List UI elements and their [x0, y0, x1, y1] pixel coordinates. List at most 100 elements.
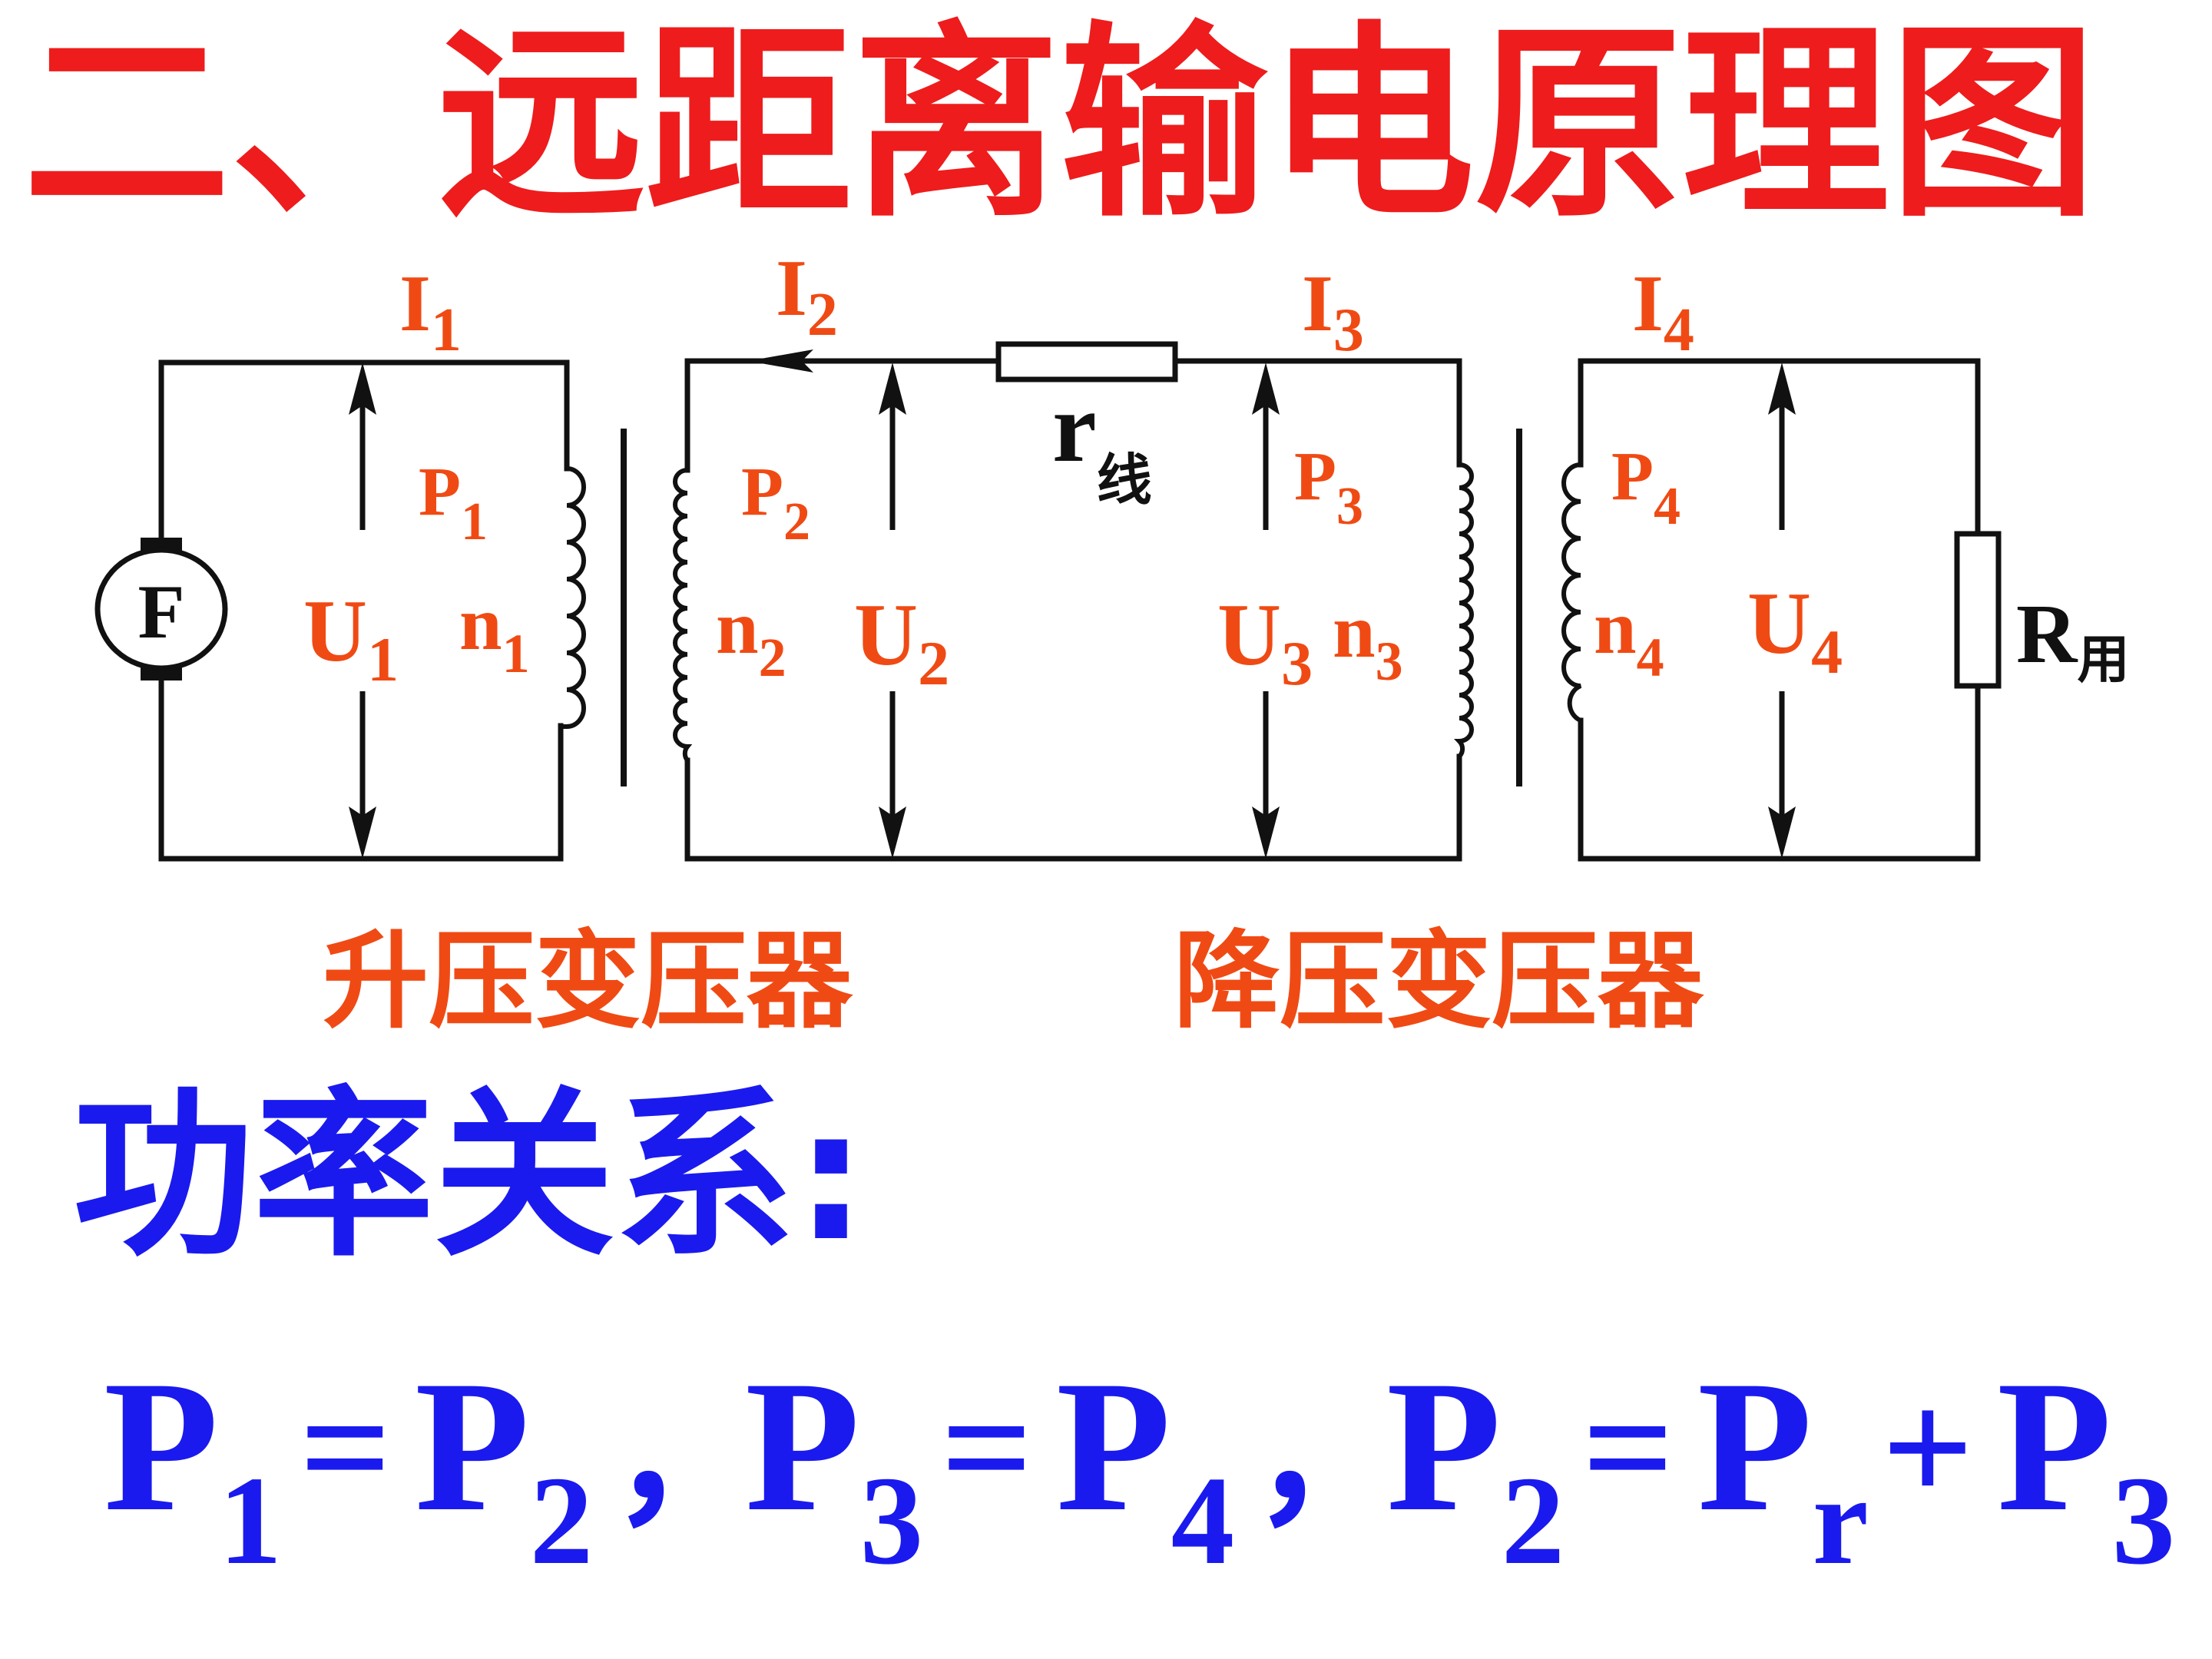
step-down-transformer-label: 降压变压器 [1174, 919, 1704, 1043]
formula-term-sub: 2 [1502, 1450, 1565, 1591]
turns-label-n2-sub: 2 [759, 627, 786, 688]
formula-term-sub: 4 [1171, 1450, 1235, 1591]
turns-label-n1-sub: 1 [502, 623, 530, 684]
current-label-i3-sub: 3 [1333, 296, 1364, 364]
voltage-label-u4: U4 [1747, 575, 1843, 687]
power-label-p4-main: P [1611, 439, 1654, 515]
power-relation-formula: P1=P2，P3=P4，P2=Pr+P3 [104, 1342, 2175, 1591]
turns-label-n3-sub: 3 [1376, 631, 1403, 692]
load-resistance-label-main: R [2016, 587, 2078, 680]
line-resistance-label-sub: 线 [1097, 450, 1152, 512]
load-resistance-label: R用 [2016, 587, 2129, 689]
voltage-arrows [349, 363, 1796, 859]
voltage-label-u1-sub: 1 [367, 624, 399, 694]
formula-term: P4 [1056, 1342, 1234, 1591]
current-direction-arrow [748, 349, 813, 373]
load-resistor [1954, 531, 2002, 689]
circuit-wiring [158, 358, 1981, 862]
formula-operator: = [300, 1359, 392, 1537]
circuit-4-wire-top [1578, 358, 1981, 537]
formula-operator: = [941, 1359, 1033, 1537]
formula-operator: ， [611, 1367, 764, 1546]
voltage-arrow-u2 [879, 363, 906, 859]
formula-term-main: P [745, 1342, 860, 1550]
transmission-line-top-left [684, 358, 1002, 473]
voltage-label-u1-main: U [303, 582, 367, 680]
secondary-coil-n4 [1561, 462, 1582, 723]
voltage-label-u3: U3 [1217, 586, 1313, 698]
power-label-p4: P4 [1611, 439, 1681, 536]
formula-term: P3 [745, 1342, 923, 1591]
current-label-i3: I3 [1302, 258, 1364, 364]
line-resistor [995, 341, 1178, 382]
formula-operator: = [1582, 1359, 1674, 1537]
formula-operator: ， [1252, 1367, 1406, 1546]
turns-label-n2-main: n [716, 584, 759, 670]
voltage-arrow-u4 [1768, 363, 1796, 859]
load-resistance-label-sub: 用 [2077, 631, 2129, 689]
formula-term: P1 [104, 1342, 282, 1591]
voltage-label-u3-sub: 3 [1281, 628, 1313, 698]
circuit-1-wire-bottom [158, 673, 564, 862]
generator-symbol: F [94, 538, 228, 680]
power-relation-heading: 功率关系: [73, 1071, 867, 1281]
voltage-label-u2-sub: 2 [918, 628, 949, 698]
turns-label-n4-sub: 4 [1637, 627, 1664, 688]
secondary-coil-n2 [673, 468, 693, 762]
turns-label-n2: n2 [716, 584, 786, 688]
current-label-i1: I1 [399, 258, 462, 364]
formula-term-main: P [1056, 1342, 1171, 1550]
power-label-p3-sub: 3 [1336, 477, 1363, 536]
turns-label-n1-main: n [459, 581, 502, 666]
current-label-i4-sub: 4 [1664, 296, 1694, 364]
voltage-arrow-u1 [349, 363, 376, 859]
formula-term-sub: 3 [860, 1450, 924, 1591]
current-label-i1-main: I [399, 258, 431, 348]
formula-term-main: P [1997, 1342, 2112, 1550]
primary-coil-n3 [1454, 462, 1474, 759]
formula-term-sub: 3 [2112, 1450, 2176, 1591]
coils [561, 462, 1582, 762]
line-resistance-label-main: r [1052, 373, 1097, 483]
formula-term-sub: 2 [530, 1450, 594, 1591]
current-label-i2: I2 [776, 243, 838, 349]
current-label-i2-sub: 2 [807, 281, 838, 349]
power-label-p1-sub: 1 [461, 492, 488, 551]
step-up-transformer-label: 升压变压器 [323, 919, 853, 1043]
current-label-i2-main: I [776, 243, 807, 333]
power-label-p3: P3 [1294, 439, 1363, 536]
current-label-i3-main: I [1302, 258, 1333, 348]
generator-label: F [137, 569, 184, 654]
formula-term-sub: 1 [219, 1450, 283, 1591]
formula-term: P2 [415, 1342, 593, 1591]
voltage-label-u2-main: U [854, 586, 918, 684]
turns-label-n4: n4 [1594, 584, 1664, 688]
primary-coil-n1 [561, 466, 586, 729]
voltage-label-u4-main: U [1747, 575, 1811, 672]
formula-term-main: P [104, 1342, 219, 1550]
formula-term-main: P [1697, 1342, 1813, 1550]
power-label-p2: P2 [741, 454, 810, 551]
power-label-p2-sub: 2 [783, 492, 810, 551]
turns-label-n1: n1 [459, 581, 530, 684]
turns-label-n3-main: n [1333, 588, 1376, 674]
formula-term-sub: r [1813, 1450, 1869, 1591]
formula-term: P3 [1997, 1342, 2175, 1591]
current-label-i1-sub: 1 [431, 296, 462, 364]
voltage-label-u4-sub: 4 [1811, 617, 1843, 687]
formula-term: P2 [1386, 1342, 1565, 1591]
formula-term-main: P [1386, 1342, 1502, 1550]
transmission-line-bottom [684, 753, 1462, 862]
formula-term-main: P [415, 1342, 530, 1550]
voltage-label-u1: U1 [303, 582, 399, 694]
turns-label-n3: n3 [1333, 588, 1403, 692]
circuit-4-wire-bottom [1578, 683, 1981, 862]
formula-operator: + [1882, 1359, 1974, 1537]
power-label-p3-main: P [1294, 439, 1336, 515]
power-label-p4-sub: 4 [1654, 477, 1681, 536]
voltage-label-u3-main: U [1217, 586, 1281, 684]
circuit-1-wire [158, 359, 570, 541]
power-label-p1: P1 [419, 454, 488, 551]
line-resistance-label: r线 [1052, 373, 1152, 512]
